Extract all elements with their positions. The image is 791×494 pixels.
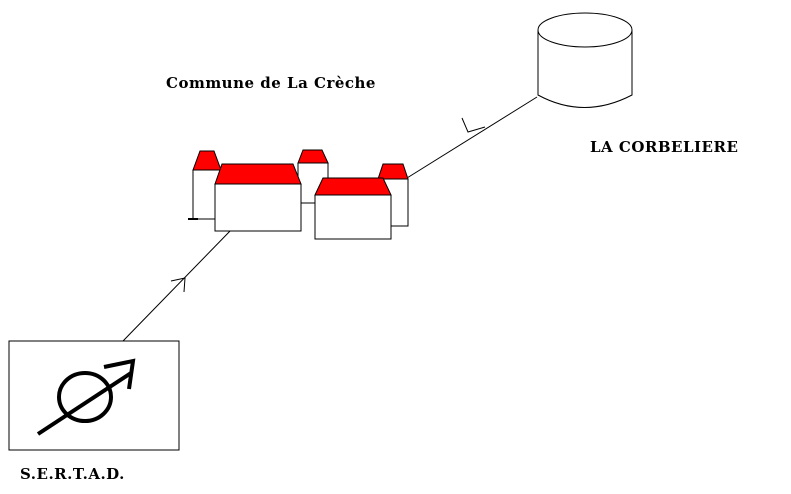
commune-label: Commune de La Crèche bbox=[166, 74, 376, 92]
sertad-label: S.E.R.T.A.D. bbox=[20, 465, 125, 483]
reservoir-icon bbox=[537, 12, 633, 108]
sertad-box bbox=[8, 340, 180, 451]
house-main-right bbox=[314, 177, 392, 240]
arrowhead-sertad bbox=[170, 277, 186, 293]
arrowhead-corbeliere bbox=[461, 117, 486, 133]
village-houses-icon bbox=[188, 149, 409, 240]
flow-line-corbeliere-to-commune bbox=[406, 96, 538, 179]
flow-line-sertad-to-commune bbox=[122, 228, 233, 342]
corbeliere-label: LA CORBELIERE bbox=[590, 138, 739, 156]
house-main-left bbox=[214, 163, 302, 232]
male-symbol-icon bbox=[36, 358, 136, 436]
